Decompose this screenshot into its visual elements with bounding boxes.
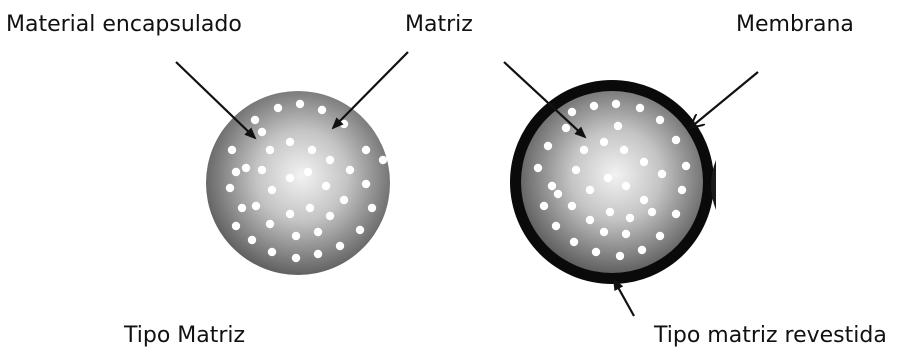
particle-dot [314,228,322,236]
particle-dot [580,146,588,154]
particle-dot [252,202,260,210]
particle-dot [238,204,246,212]
particle-dot [368,204,376,212]
particle-dot [600,228,608,236]
particle-dot [304,168,312,176]
particle-dot [648,208,656,216]
particle-dot [258,128,266,136]
particle-dot [606,208,614,216]
particle-dot [638,246,646,254]
particle-dot [568,202,576,210]
particle-dot [672,136,680,144]
particle-dot [314,250,322,258]
particle-dot [656,116,664,124]
particle-dot [286,210,294,218]
particle-dot [636,104,644,112]
particle-dot [292,232,300,240]
particle-dot [318,106,326,114]
particle-dot [248,236,256,244]
particle-dot [308,146,316,154]
particle-dot [586,186,594,194]
particle-dot [286,174,294,182]
label-matrix: Matriz [405,14,473,36]
particle-dot [572,166,580,174]
particle-dot [614,122,622,130]
particle-dot [590,102,598,110]
particle-dot [626,214,634,222]
particle-dot [682,162,690,170]
particle-dot [568,108,576,116]
coated-matrix-type-sphere [510,80,716,284]
particle-dot [258,166,266,174]
particle-dot [540,202,548,210]
particle-dot [251,116,259,124]
particle-dot [356,226,364,234]
particle-dot [672,210,680,218]
particle-dot [544,142,552,150]
particle-dot [592,248,600,256]
particle-dot [552,222,560,230]
particle-dot [232,168,240,176]
particle-dot [326,212,334,220]
particle-dot [268,248,276,256]
label-membrane: Membrana [736,14,854,36]
particle-dot [322,182,330,190]
particle-dot [640,196,648,204]
particle-dot [612,100,620,108]
arrow-matrix-left [333,52,408,128]
particle-dot [306,204,314,212]
particle-dot [534,164,542,172]
particle-dot [336,242,344,250]
particle-dot [562,124,570,132]
particle-dot [622,230,630,238]
particle-dot [362,146,370,154]
particle-dot [548,182,556,190]
particle-dot [266,220,274,228]
particle-dot [340,196,348,204]
particle-dot [600,138,608,146]
particle-dot [292,254,300,262]
particle-dot [570,238,578,246]
particle-dot [620,146,628,154]
particle-dot [586,216,594,224]
particle-dot [228,146,236,154]
particle-dot [604,174,612,182]
particle-dot [326,156,334,164]
particle-dot [268,186,276,194]
particle-dot [554,190,562,198]
particle-dot [296,100,304,108]
coated-matrix-body [521,91,703,273]
particle-dot [640,158,648,166]
particle-dot [242,164,250,172]
particle-dot [346,166,354,174]
particle-dot [226,184,234,192]
particle-dot [622,182,630,190]
arrow-coated-matrix-type [614,280,634,316]
particle-dot [658,170,666,178]
particle-dot [286,138,294,146]
arrow-encapsulated-material [176,62,255,138]
particle-dot [274,104,282,112]
arrow-membrane [690,72,758,128]
label-matrix-type: Tipo Matriz [124,325,245,347]
label-coated-matrix-type: Tipo matriz revestida [654,325,887,347]
particle-dot [232,222,240,230]
label-encapsulated-material: Material encapsulado [6,14,242,36]
particle-dot [678,186,686,194]
particle-dot [616,252,624,260]
particle-dot [266,146,274,154]
particle-dot [362,180,370,188]
particle-dot [379,156,387,164]
particle-dot [656,232,664,240]
